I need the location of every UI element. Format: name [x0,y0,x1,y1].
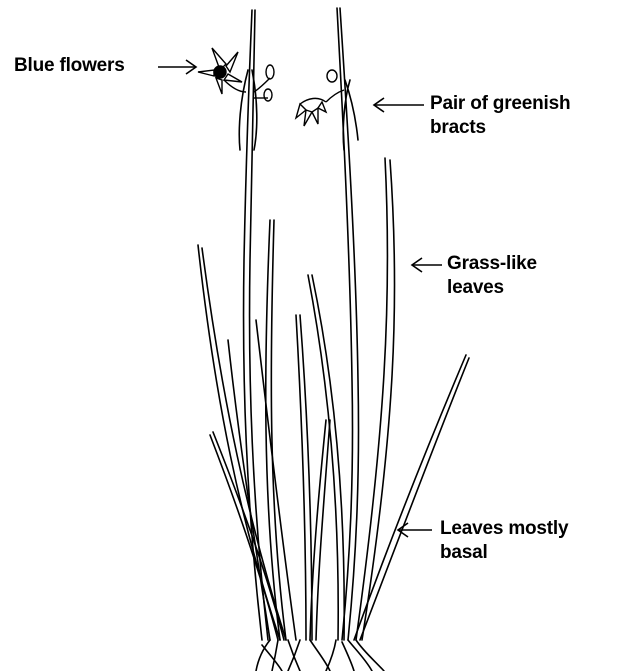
flower-bud-icon [254,65,274,101]
label-blue-flowers: Blue flowers [14,54,125,78]
arrow-icon [158,60,196,74]
arrow-icon [412,258,442,272]
label-basal-line-2: basal [440,541,568,565]
label-leaves-mostly-basal: Leaves mostly basal [440,517,568,565]
label-blue-flowers-text: Blue flowers [14,54,125,78]
drooping-flower-icon [296,70,344,126]
grass-like-leaves [198,158,469,640]
label-basal-line-1: Leaves mostly [440,517,568,541]
label-grass-like-leaves: Grass-like leaves [447,252,537,300]
right-flowering-stem [337,8,359,640]
label-bracts-line-1: Pair of greenish [430,92,570,116]
left-flowering-stem [239,10,268,640]
label-bracts-line-2: bracts [430,116,570,140]
label-greenish-bracts: Pair of greenish bracts [430,92,570,140]
arrow-icon [374,98,424,112]
label-grass-line-1: Grass-like [447,252,537,276]
blue-flower-icon [198,48,246,94]
roots [256,640,384,671]
label-grass-line-2: leaves [447,276,537,300]
